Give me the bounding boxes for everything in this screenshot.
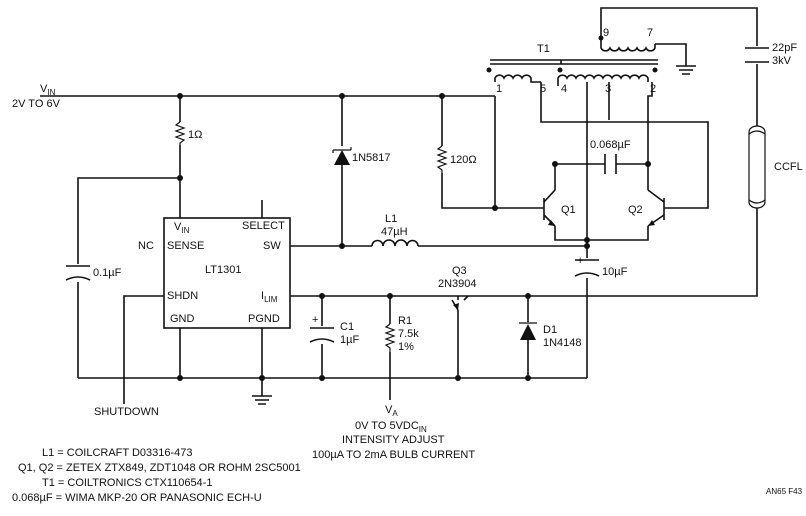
t1-pin-2: 2 (650, 83, 656, 95)
t1-pin-5: 5 (540, 83, 546, 95)
r1-name: R1 (398, 315, 412, 327)
q3-part: 2N3904 (438, 278, 477, 290)
ic-lt1301 (163, 217, 291, 329)
q3-name: Q3 (452, 265, 467, 277)
resistor-r1 (384, 323, 396, 352)
d1-name: D1 (543, 324, 557, 336)
ic-pin-sw: SW (263, 240, 281, 252)
capacitor-068uf (604, 154, 617, 174)
d1-part: 1N4148 (543, 337, 582, 349)
r-1ohm-label: 1Ω (188, 129, 202, 141)
c-01-label: 0.1µF (93, 267, 122, 279)
ic-pin-shdn: SHDN (167, 290, 198, 302)
ic-name: LT1301 (205, 264, 242, 276)
ic-pin-sense: SENSE (167, 240, 204, 252)
va-range: 0V TO 5VDCIN (355, 420, 427, 434)
shutdown-label: SHUTDOWN (94, 406, 159, 418)
r1-tol: 1% (398, 341, 414, 353)
ccfl-label: CCFL (774, 161, 803, 173)
t1-pin-7: 7 (647, 27, 653, 39)
inductor-l1 (371, 239, 419, 247)
ic-pin-select: SELECT (242, 220, 285, 232)
ic-pin-gnd: GND (170, 313, 195, 325)
ic-pin-ilim: ILIM (261, 290, 278, 304)
va-intensity: INTENSITY ADJUST (342, 434, 445, 446)
diode-1n5817 (332, 147, 352, 165)
c-068-label: 0.068µF (590, 139, 631, 151)
ground-symbol-main (252, 395, 272, 405)
junctions (177, 93, 651, 381)
figure-id: AN65 F43 (766, 487, 803, 496)
capacitor-10uf (574, 259, 600, 277)
transistor-q1 (543, 189, 556, 227)
ic-pin-pgnd: PGND (248, 313, 280, 325)
ic-nc: NC (138, 240, 154, 252)
t1-label: T1 (537, 43, 550, 55)
diode-d1 (519, 322, 537, 340)
note-cap: 0.068µF = WIMA MKP-20 OR PANASONIC ECH-U (12, 492, 262, 504)
resistor-120ohm (436, 145, 448, 173)
t1-pin-3: 3 (605, 83, 611, 95)
c-10uf-plus: + (577, 255, 583, 267)
t1-pin-9: 9 (603, 27, 609, 39)
c-22pf-label: 22pF (772, 42, 797, 54)
t1-pin-1: 1 (496, 83, 502, 95)
l1-value: 47µH (381, 226, 408, 238)
q1-label: Q1 (561, 204, 576, 216)
d-1n5817-label: 1N5817 (352, 152, 391, 164)
resistor-1ohm (174, 121, 186, 145)
vin-label: VIN (40, 83, 56, 97)
transistor-q2 (647, 189, 665, 227)
c1-plus: + (312, 314, 318, 326)
va-label: VA (385, 404, 398, 418)
capacitor-22pf (745, 47, 769, 63)
r-120-label: 120Ω (450, 154, 477, 166)
l1-name: L1 (385, 213, 397, 225)
c1-name: C1 (340, 321, 354, 333)
c1-value: 1µF (340, 334, 359, 346)
note-q1q2: Q1, Q2 = ZETEX ZTX849, ZDT1048 OR ROHM 2… (18, 462, 301, 474)
va-current: 100µA TO 2mA BULB CURRENT (312, 449, 475, 461)
transistor-q3 (448, 295, 469, 311)
transformer-t1 (486, 35, 658, 86)
capacitor-c1 (309, 327, 335, 343)
capacitor-0-1uf (65, 265, 91, 281)
ground-symbol-secondary (676, 65, 696, 75)
c-10uf-label: 10µF (602, 266, 628, 278)
note-t1: T1 = COILTRONICS CTX110654-1 (42, 477, 212, 489)
ccfl-lamp (748, 125, 766, 209)
wires (40, 7, 758, 404)
ic-pin-vin: VIN (174, 221, 190, 235)
c-22pf-voltage: 3kV (772, 55, 792, 67)
t1-pin-4: 4 (561, 83, 567, 95)
vin-range: 2V TO 6V (12, 98, 61, 110)
r1-value: 7.5k (398, 328, 419, 340)
note-l1: L1 = COILCRAFT D03316-473 (42, 447, 193, 459)
q2-label: Q2 (628, 204, 643, 216)
